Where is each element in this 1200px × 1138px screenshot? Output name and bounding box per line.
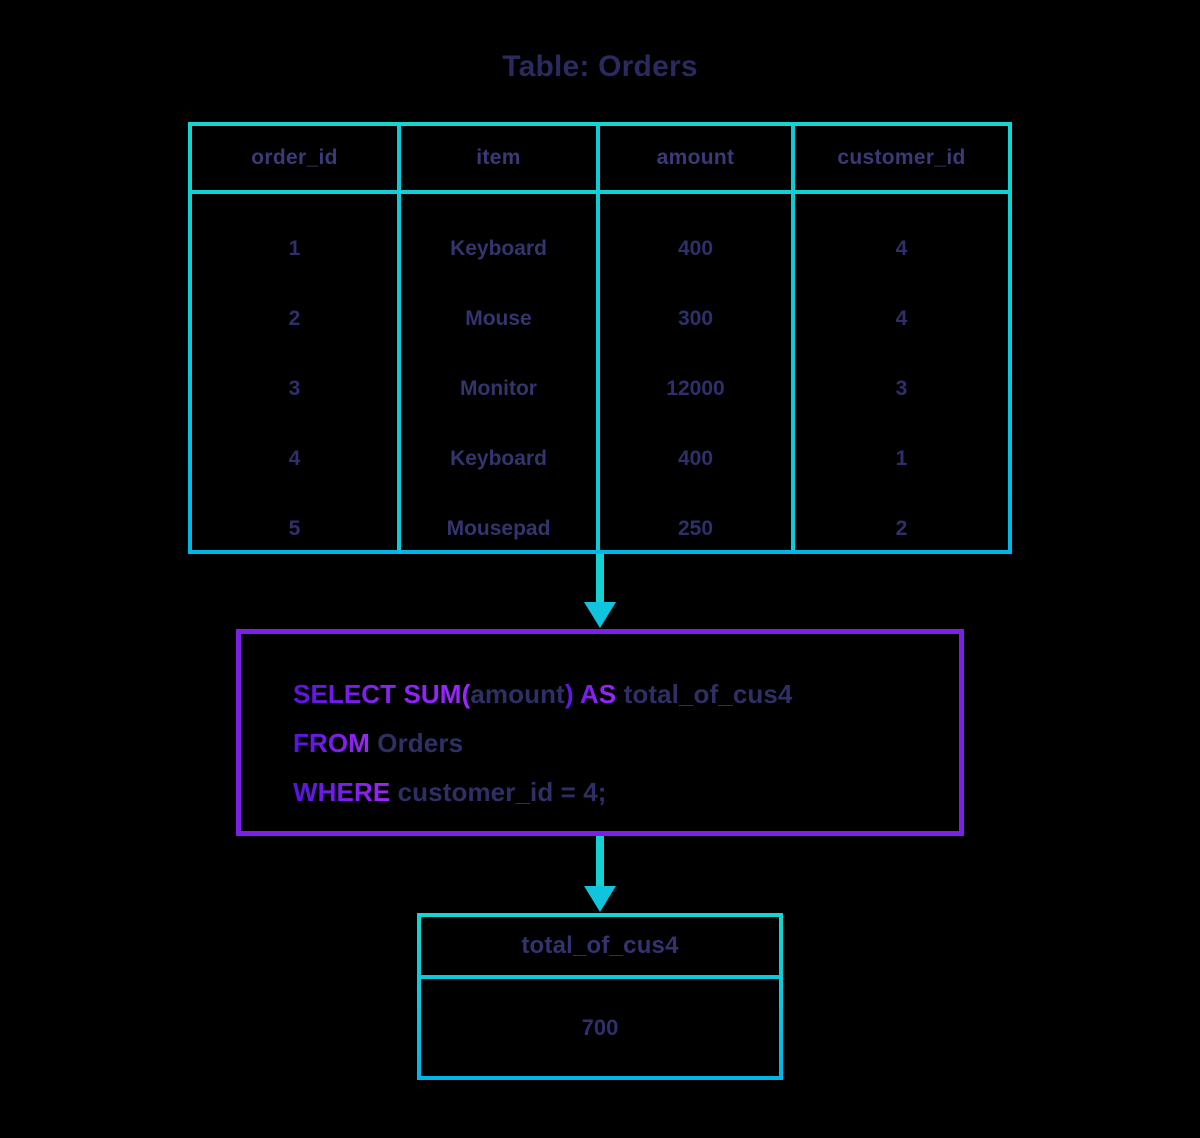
- table-cell: 4: [895, 307, 908, 330]
- column-header-label: total_of_cus4: [521, 932, 679, 959]
- source-table-header-cell-order-id: order_id: [192, 126, 397, 190]
- source-table-header-cell-amount: amount: [596, 126, 791, 190]
- source-table-column-customer-id: 4 4 3 1 2: [791, 194, 1008, 550]
- down-arrow-icon-table-to-query: [580, 554, 620, 630]
- table-cell: 1: [895, 447, 908, 470]
- source-table-header-row: order_id item amount customer_id: [192, 126, 1008, 194]
- result-table-header-row: total_of_cus4: [421, 917, 779, 979]
- table-cell: Mousepad: [446, 517, 551, 540]
- table-cell: 3: [895, 377, 908, 400]
- page-title: Table: Orders: [502, 50, 698, 83]
- sql-keyword: SELECT SUM(: [293, 679, 471, 709]
- table-cell: 2: [895, 517, 908, 540]
- column-header-label: customer_id: [837, 146, 966, 169]
- column-header-label: item: [476, 146, 521, 169]
- source-table-body: 1 2 3 4 5 Keyboard Mouse Monitor Keyboar…: [192, 194, 1008, 550]
- table-cell: 250: [677, 517, 714, 540]
- result-table-body-row: 700: [421, 979, 779, 1076]
- table-cell: 400: [677, 447, 714, 470]
- sql-keyword: WHERE: [293, 777, 398, 807]
- table-cell: 2: [288, 307, 301, 330]
- sql-identifier: Orders: [377, 728, 464, 758]
- sql-identifier: customer_id = 4;: [397, 777, 607, 807]
- table-cell: 300: [677, 307, 714, 330]
- result-table: total_of_cus4 700: [417, 913, 783, 1080]
- table-cell: Mouse: [465, 307, 532, 330]
- sql-line-3: WHERE customer_id = 4;: [293, 768, 959, 817]
- table-cell: 1: [288, 237, 301, 260]
- sql-keyword: ) AS: [564, 679, 624, 709]
- source-table-column-item: Keyboard Mouse Monitor Keyboard Mousepad: [397, 194, 596, 550]
- sql-query-box: SELECT SUM(amount) AS total_of_cus4 FROM…: [236, 629, 964, 836]
- source-table-column-amount: 400 300 12000 400 250: [596, 194, 791, 550]
- table-cell: Keyboard: [450, 237, 547, 260]
- source-table: order_id item amount customer_id 1 2 3 4…: [188, 122, 1012, 554]
- sql-line-2: FROM Orders: [293, 719, 959, 768]
- sql-identifier: total_of_cus4: [623, 679, 793, 709]
- source-table-header-cell-item: item: [397, 126, 596, 190]
- table-cell: 5: [288, 517, 301, 540]
- table-cell: 4: [288, 447, 301, 470]
- sql-line-1: SELECT SUM(amount) AS total_of_cus4: [293, 670, 959, 719]
- source-table-column-order-id: 1 2 3 4 5: [192, 194, 397, 550]
- table-cell: Monitor: [460, 377, 537, 400]
- table-cell: 12000: [666, 377, 725, 400]
- sql-identifier: amount: [470, 679, 565, 709]
- table-cell: 400: [677, 237, 714, 260]
- source-table-header-cell-customer-id: customer_id: [791, 126, 1008, 190]
- table-cell: Keyboard: [450, 447, 547, 470]
- table-cell: 700: [581, 1014, 619, 1040]
- down-arrow-icon-query-to-result: [580, 836, 620, 914]
- column-header-label: amount: [656, 146, 735, 169]
- sql-keyword: FROM: [293, 728, 378, 758]
- column-header-label: order_id: [251, 146, 338, 169]
- table-cell: 3: [288, 377, 301, 400]
- table-cell: 4: [895, 237, 908, 260]
